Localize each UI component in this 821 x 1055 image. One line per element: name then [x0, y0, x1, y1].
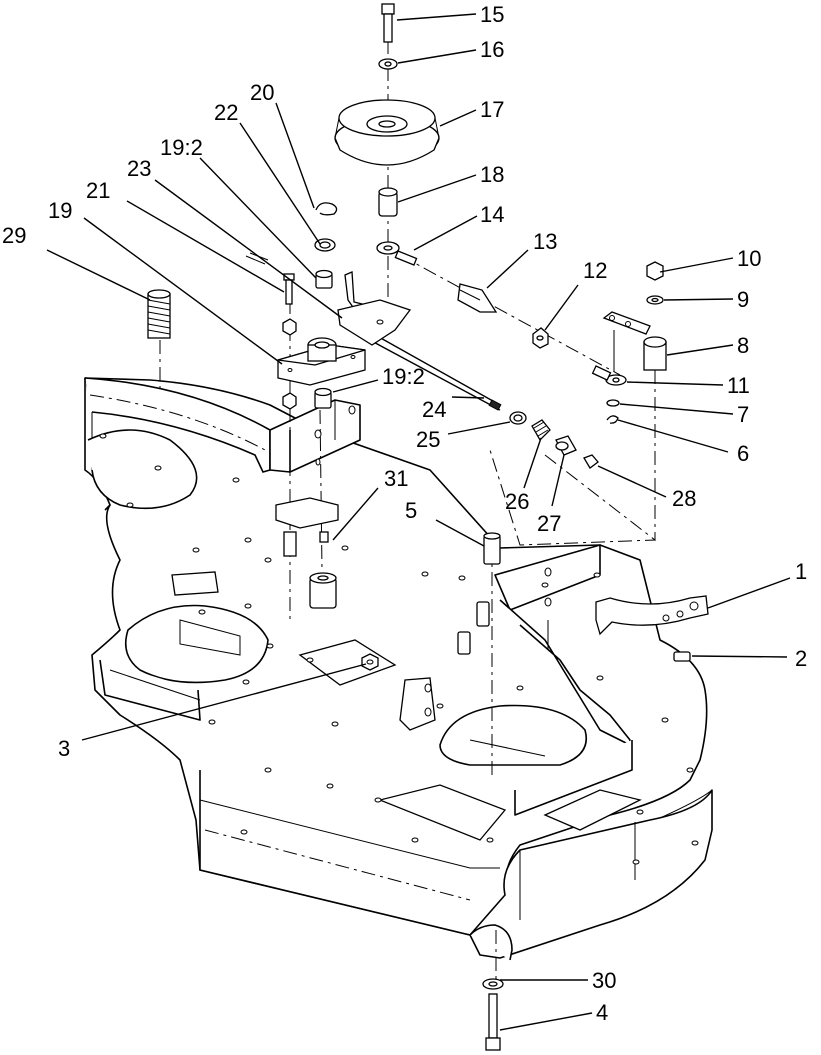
washer-7 [606, 399, 620, 407]
callout-8: 8 [737, 333, 749, 358]
ferrule-27 [555, 435, 577, 456]
deck-label-plate-2 [543, 789, 642, 831]
washer-16 [378, 58, 398, 70]
washer-30 [482, 978, 504, 990]
idler-arm-14 [376, 241, 418, 266]
nut-28 [583, 454, 599, 469]
callout-12: 12 [583, 258, 607, 283]
bolt-21 [283, 273, 295, 305]
callout-14: 14 [480, 202, 504, 227]
bracket-8 [602, 311, 667, 372]
callout-1: 1 [795, 559, 807, 584]
callout-16: 16 [480, 37, 504, 62]
ring-25 [509, 411, 527, 425]
callout-22: 22 [214, 100, 238, 125]
grease-fitting-31 [319, 531, 329, 543]
spacer-18 [378, 187, 398, 217]
washer-9 [646, 295, 664, 305]
callout-19: 19 [48, 198, 72, 223]
pivot-bracket-19 [277, 337, 366, 386]
retaining-ring-20 [315, 202, 338, 216]
mower-deck [84, 377, 713, 961]
deck-mounting-holes [99, 433, 699, 865]
callout-11: 11 [727, 373, 750, 398]
pivot-hub [309, 572, 337, 609]
washer-22 [314, 238, 336, 252]
callout-20: 20 [250, 80, 274, 105]
callout-28: 28 [672, 486, 696, 511]
callout-17: 17 [480, 97, 504, 122]
callout-23: 23 [127, 156, 151, 181]
bolt-2 [673, 651, 691, 662]
callout-9: 9 [737, 287, 749, 312]
callout-29: 29 [2, 223, 26, 248]
callout-13: 13 [533, 229, 557, 254]
bolt-15 [381, 3, 395, 43]
nut-19-lower [282, 318, 297, 410]
callout-19-2-upper: 19:2 [160, 135, 203, 160]
spring-26 [531, 419, 551, 442]
callout-leaders [46, 13, 791, 1031]
exploded-parts [147, 3, 709, 1051]
nut-10 [646, 261, 664, 281]
callout-5: 5 [405, 498, 417, 523]
callout-7: 7 [737, 402, 749, 427]
callout-4: 4 [596, 1000, 608, 1025]
callout-31: 31 [384, 466, 408, 491]
nut-3 [361, 653, 379, 671]
spring-29 [147, 289, 171, 339]
washer-11 [591, 365, 627, 386]
callout-24: 24 [422, 397, 446, 422]
callout-25: 25 [416, 427, 440, 452]
callout-18: 18 [480, 162, 504, 187]
callout-2: 2 [795, 646, 807, 671]
blade-opening-left [124, 604, 269, 684]
callout-27: 27 [537, 511, 561, 536]
pulley-17 [334, 99, 440, 166]
callout-19-2-lower: 19:2 [382, 364, 425, 389]
callout-26: 26 [505, 489, 529, 514]
spring-cylinder-13 [457, 283, 498, 313]
blade-opening-center [439, 704, 587, 766]
callout-3: 3 [58, 736, 70, 761]
deck-left-cutout [87, 429, 198, 510]
spacer-5 [457, 532, 501, 655]
strap-1 [595, 595, 709, 636]
bushing-19-2-lower [314, 387, 332, 409]
callout-6: 6 [737, 441, 749, 466]
callout-labels: 15 16 17 18 14 13 12 10 9 8 11 7 6 24 25… [2, 2, 807, 1025]
bushing-19-2-upper [315, 269, 333, 289]
bolt-4 [485, 993, 501, 1051]
callout-30: 30 [592, 968, 616, 993]
nut-12 [532, 327, 549, 349]
pivot-plate [275, 497, 339, 557]
callout-15: 15 [480, 2, 504, 27]
callout-10: 10 [737, 246, 761, 271]
deck-pad-left [171, 571, 219, 596]
deck-label-plate-1 [377, 784, 507, 841]
clip-6 [606, 415, 619, 424]
callout-21: 21 [86, 178, 110, 203]
idler-bracket [337, 271, 412, 346]
